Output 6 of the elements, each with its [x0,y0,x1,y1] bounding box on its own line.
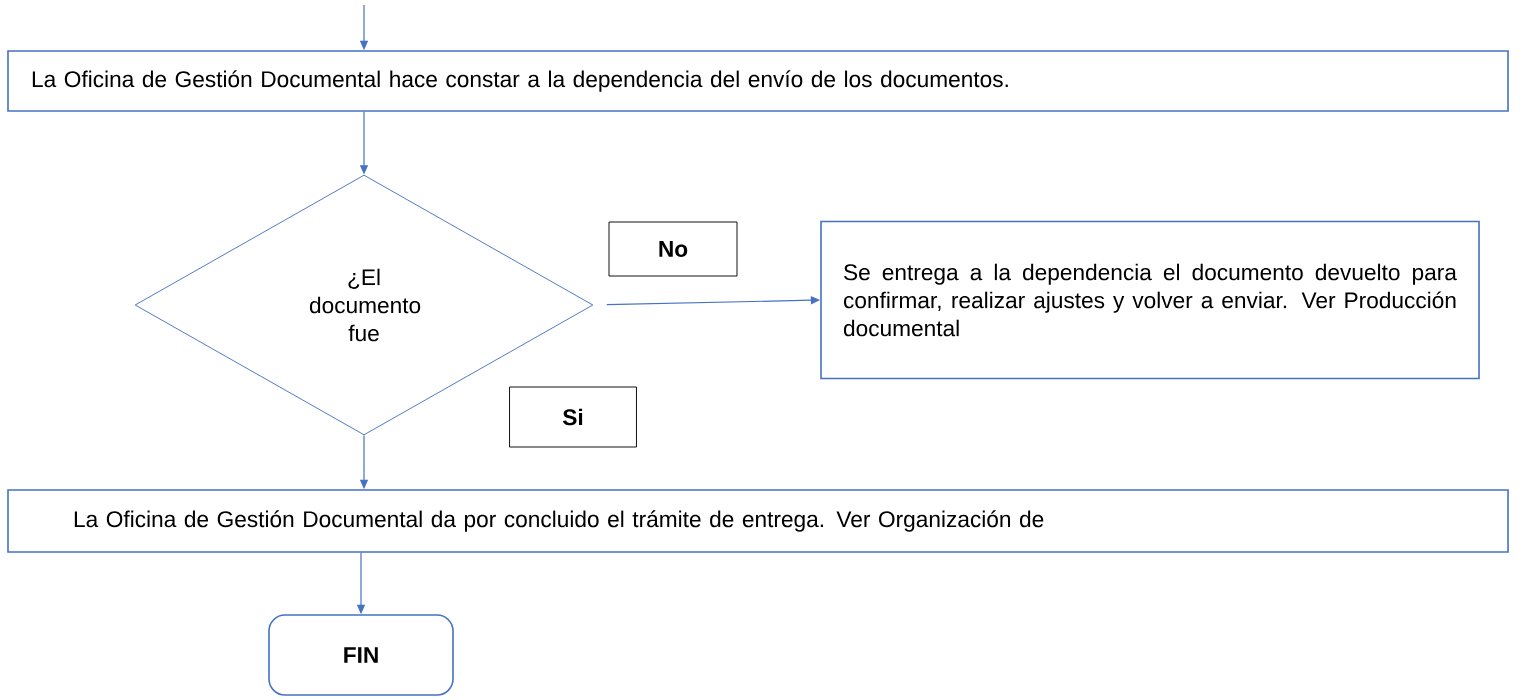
answer-box: No [608,221,738,277]
process-box: La Oficina de Gestión Documental da por concluido el trámite de entrega. Ver Organización de [7,489,1509,553]
answer-box: Si [509,386,637,448]
process-box: La Oficina de Gestión Documental hace constar a la dependencia del envío de los documentos. [7,50,1509,112]
end-terminal: FIN [268,614,454,696]
process-box: Se entrega a la dependencia el documento devuelto para confirmar, realizar ajustes y volver a enviar. Ver Producción documental [820,220,1480,380]
